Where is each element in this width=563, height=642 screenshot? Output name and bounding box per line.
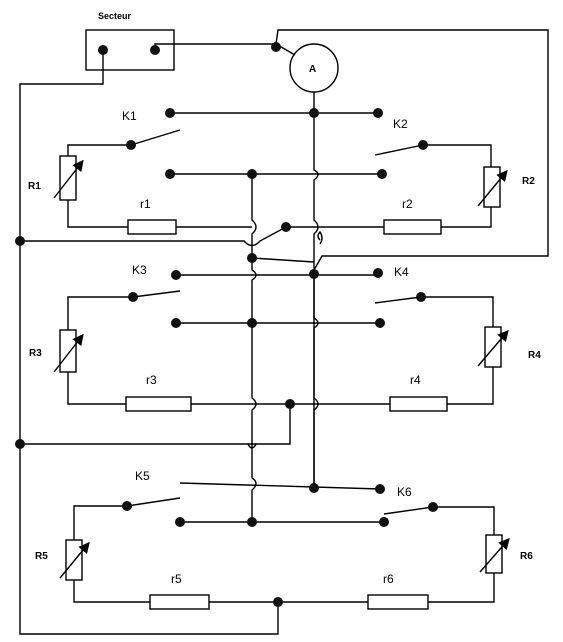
switch-label-k3: K3 <box>132 263 147 277</box>
resistor-label-r1: r1 <box>140 197 151 211</box>
rheostat-label-r6: R6 <box>520 551 533 562</box>
section-1 <box>53 112 508 235</box>
ammeter-label: A <box>309 64 316 75</box>
mains-socket-label: Secteur <box>98 11 132 21</box>
vertical-buses <box>20 112 323 522</box>
switch-label-k5: K5 <box>135 469 150 483</box>
rheostat-label-r5: R5 <box>35 551 48 562</box>
switch-label-k2: K2 <box>393 117 408 131</box>
resistor-label-r2: r2 <box>402 197 413 211</box>
resistor-label-r4: r4 <box>410 373 421 387</box>
section-3 <box>59 482 510 610</box>
section-2 <box>20 274 509 445</box>
switch-label-k6: K6 <box>397 485 412 499</box>
nodes <box>15 42 438 607</box>
switch-label-k1: K1 <box>122 109 137 123</box>
resistor-label-r3: r3 <box>146 373 157 387</box>
rheostat-label-r1: R1 <box>28 181 41 192</box>
rheostat-label-r4: R4 <box>528 350 541 361</box>
supply-wiring <box>19 29 549 635</box>
resistor-label-r5: r5 <box>171 572 182 586</box>
switch-label-k4: K4 <box>394 265 409 279</box>
rheostat-label-r3: R3 <box>29 348 42 359</box>
resistor-label-r6: r6 <box>383 572 394 586</box>
rheostat-label-r2: R2 <box>522 176 535 187</box>
